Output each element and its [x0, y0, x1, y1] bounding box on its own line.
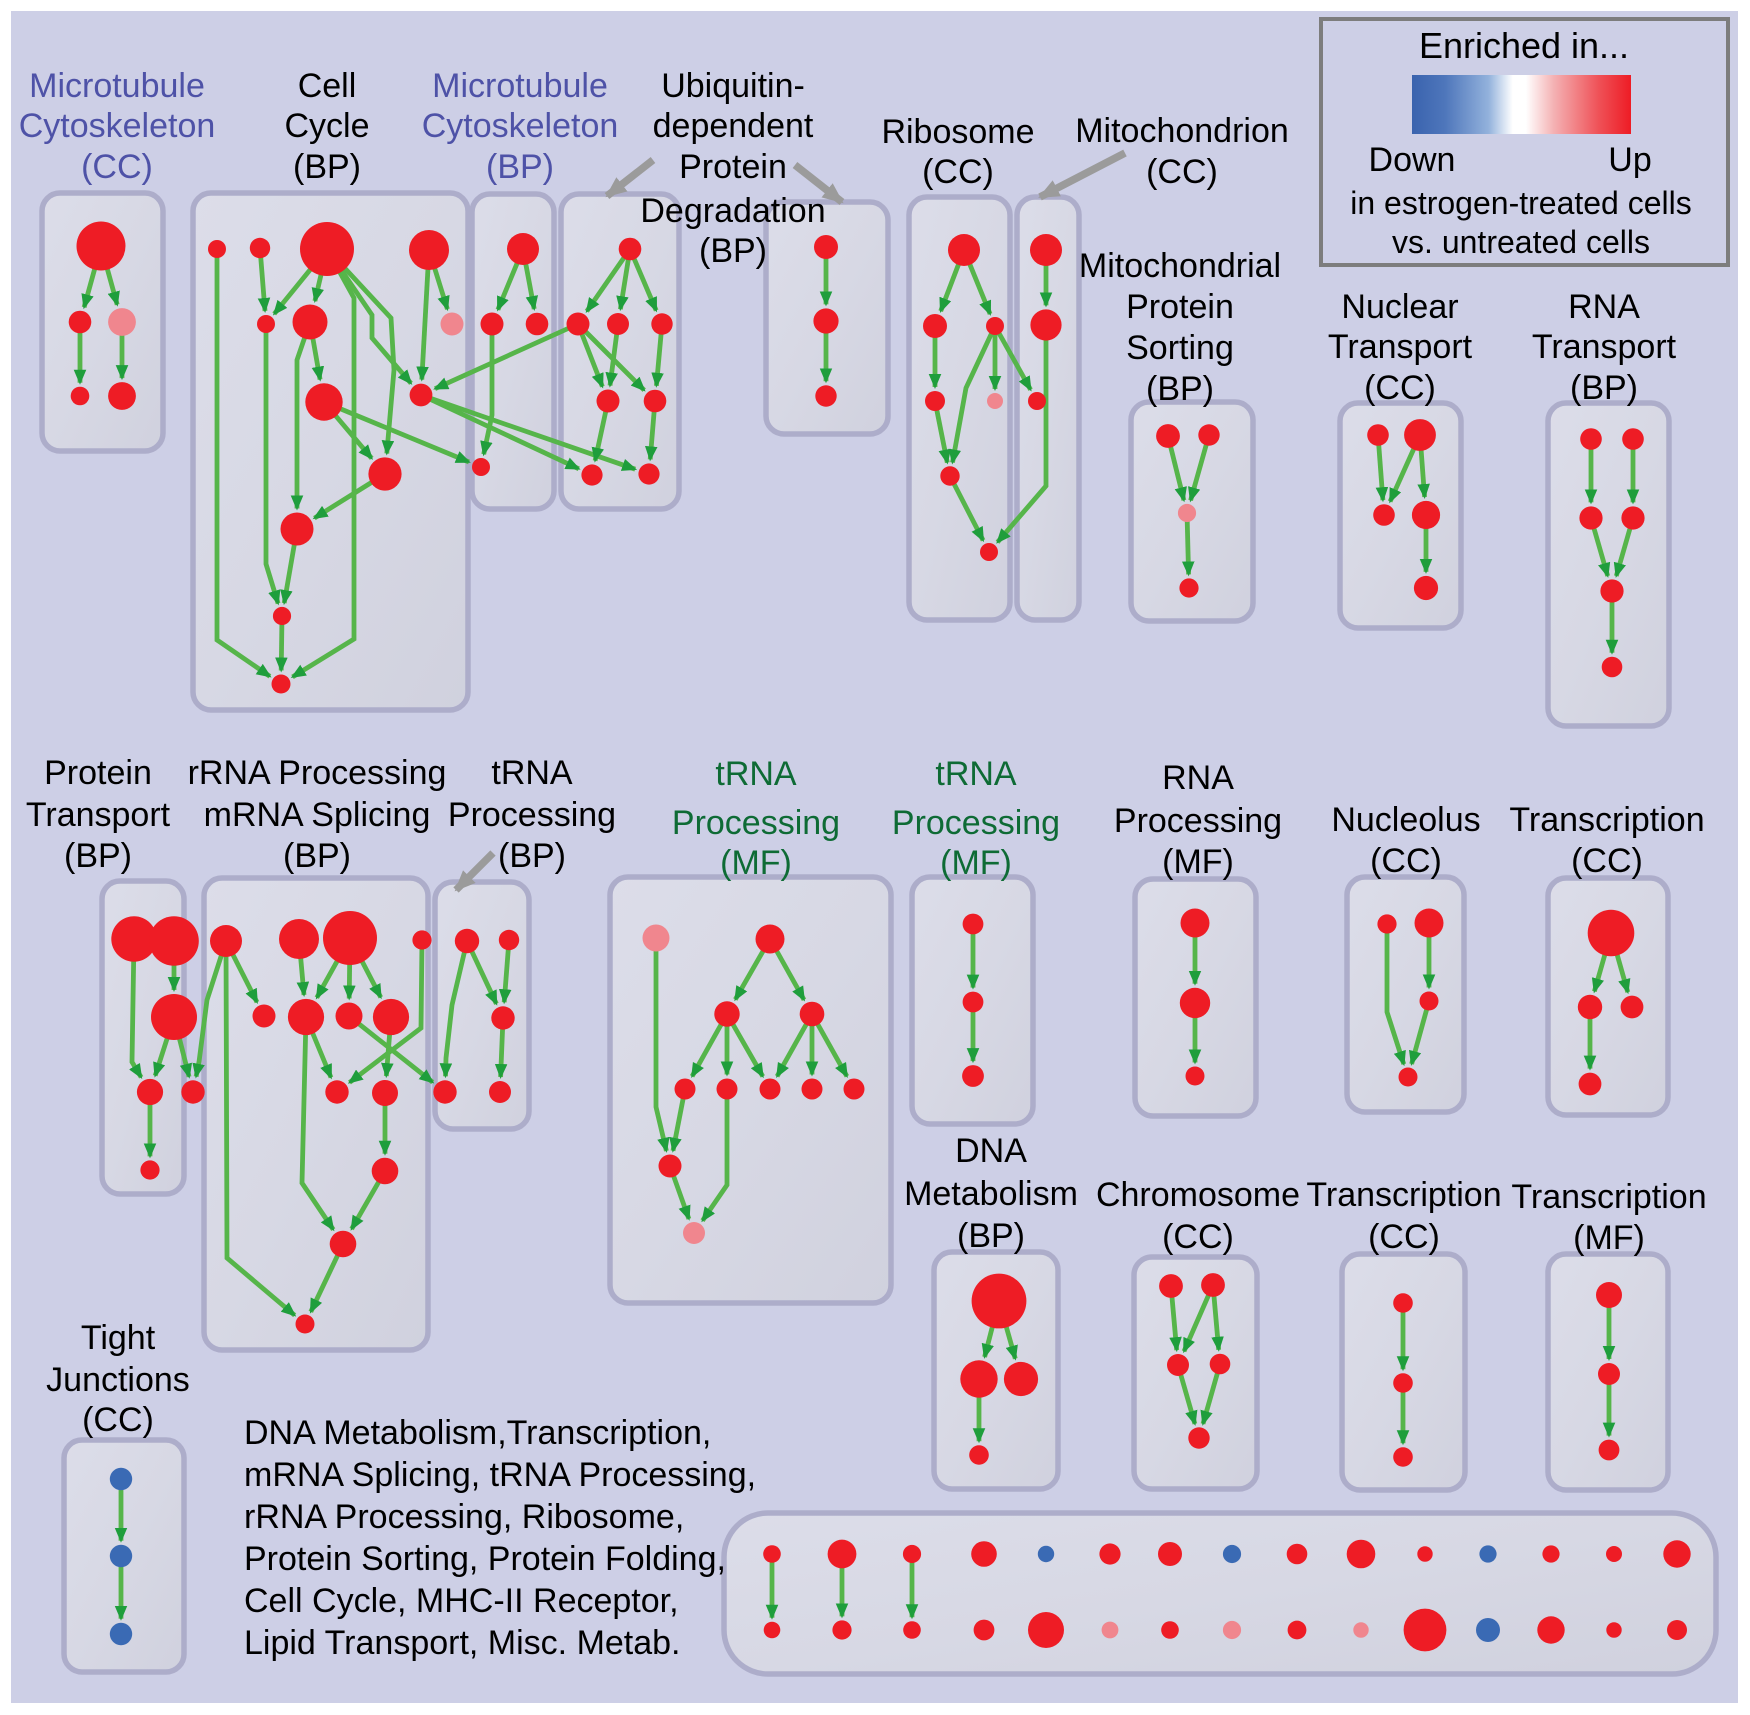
svg-text:mRNA Splicing: mRNA Splicing — [204, 796, 431, 834]
svg-text:Processing: Processing — [1114, 802, 1282, 840]
svg-text:Cytoskeleton: Cytoskeleton — [422, 107, 619, 145]
svg-text:Protein: Protein — [44, 754, 152, 792]
svg-text:Sorting: Sorting — [1126, 329, 1234, 367]
svg-text:(CC): (CC) — [1370, 842, 1442, 880]
svg-text:tRNA: tRNA — [491, 754, 573, 792]
svg-text:Processing: Processing — [672, 804, 840, 842]
svg-text:Protein: Protein — [679, 148, 787, 186]
svg-text:Mitochondrial: Mitochondrial — [1079, 247, 1281, 285]
svg-text:tRNA: tRNA — [715, 755, 797, 793]
svg-text:(MF): (MF) — [720, 844, 792, 882]
svg-text:Transport: Transport — [26, 796, 171, 834]
svg-text:(BP): (BP) — [486, 148, 554, 186]
svg-text:(CC): (CC) — [1571, 842, 1643, 880]
svg-text:(CC): (CC) — [81, 148, 153, 186]
svg-text:(MF): (MF) — [1573, 1219, 1645, 1257]
svg-text:Degradation: Degradation — [640, 192, 825, 230]
svg-text:Down: Down — [1369, 141, 1456, 179]
svg-text:Nuclear: Nuclear — [1341, 288, 1458, 326]
svg-text:(CC): (CC) — [1162, 1218, 1234, 1256]
svg-text:Microtubule: Microtubule — [432, 67, 608, 105]
svg-text:Transcription: Transcription — [1306, 1176, 1501, 1214]
svg-text:(MF): (MF) — [940, 844, 1012, 882]
svg-text:(CC): (CC) — [922, 153, 994, 191]
svg-text:Processing: Processing — [448, 796, 616, 834]
svg-text:vs. untreated cells: vs. untreated cells — [1392, 224, 1650, 260]
svg-text:Metabolism: Metabolism — [904, 1175, 1078, 1213]
svg-text:Microtubule: Microtubule — [29, 67, 205, 105]
svg-text:Cytoskeleton: Cytoskeleton — [19, 107, 216, 145]
svg-text:(BP): (BP) — [293, 148, 361, 186]
svg-text:RNA: RNA — [1568, 288, 1640, 326]
svg-text:(CC): (CC) — [1146, 153, 1218, 191]
svg-text:in estrogen-treated cells: in estrogen-treated cells — [1350, 185, 1692, 221]
svg-text:(BP): (BP) — [283, 837, 351, 875]
svg-text:Enriched in...: Enriched in... — [1419, 25, 1629, 66]
svg-text:Ubiquitin-: Ubiquitin- — [661, 67, 805, 105]
svg-text:Transcription: Transcription — [1511, 1178, 1706, 1216]
svg-text:Junctions: Junctions — [46, 1361, 190, 1399]
svg-text:(BP): (BP) — [1570, 369, 1638, 407]
svg-text:Lipid Transport, Misc. Metab.: Lipid Transport, Misc. Metab. — [244, 1624, 681, 1662]
svg-text:(BP): (BP) — [957, 1217, 1025, 1255]
svg-text:Protein Sorting, Protein Foldi: Protein Sorting, Protein Folding, — [244, 1540, 726, 1578]
svg-text:dependent: dependent — [653, 107, 814, 145]
svg-text:Processing: Processing — [892, 804, 1060, 842]
svg-text:Nucleolus: Nucleolus — [1331, 801, 1480, 839]
svg-text:Ribosome: Ribosome — [881, 113, 1034, 151]
svg-text:(BP): (BP) — [1146, 370, 1214, 408]
svg-text:Tight: Tight — [81, 1319, 156, 1357]
svg-text:Up: Up — [1608, 141, 1651, 179]
svg-text:(BP): (BP) — [498, 837, 566, 875]
svg-text:DNA: DNA — [955, 1132, 1027, 1170]
svg-text:(BP): (BP) — [64, 837, 132, 875]
svg-text:(CC): (CC) — [82, 1401, 154, 1439]
svg-text:tRNA: tRNA — [935, 755, 1017, 793]
svg-text:Protein: Protein — [1126, 288, 1234, 326]
svg-text:RNA: RNA — [1162, 759, 1234, 797]
svg-text:Transport: Transport — [1532, 328, 1677, 366]
svg-text:Transcription: Transcription — [1509, 801, 1704, 839]
svg-text:(CC): (CC) — [1368, 1218, 1440, 1256]
svg-text:Chromosome: Chromosome — [1096, 1176, 1300, 1214]
svg-text:Cycle: Cycle — [284, 107, 369, 145]
svg-text:Transport: Transport — [1328, 328, 1473, 366]
svg-text:Cell: Cell — [298, 67, 357, 105]
svg-text:(CC): (CC) — [1364, 369, 1436, 407]
svg-text:(BP): (BP) — [699, 232, 767, 270]
svg-text:DNA Metabolism,Transcription,: DNA Metabolism,Transcription, — [244, 1414, 711, 1452]
svg-text:Cell Cycle, MHC-II Receptor,: Cell Cycle, MHC-II Receptor, — [244, 1582, 679, 1620]
svg-text:rRNA Processing, Ribosome,: rRNA Processing, Ribosome, — [244, 1498, 684, 1536]
svg-text:rRNA Processing: rRNA Processing — [188, 754, 447, 792]
svg-text:mRNA Splicing, tRNA Processing: mRNA Splicing, tRNA Processing, — [244, 1456, 756, 1494]
svg-text:Mitochondrion: Mitochondrion — [1075, 112, 1289, 150]
svg-text:(MF): (MF) — [1162, 843, 1234, 881]
